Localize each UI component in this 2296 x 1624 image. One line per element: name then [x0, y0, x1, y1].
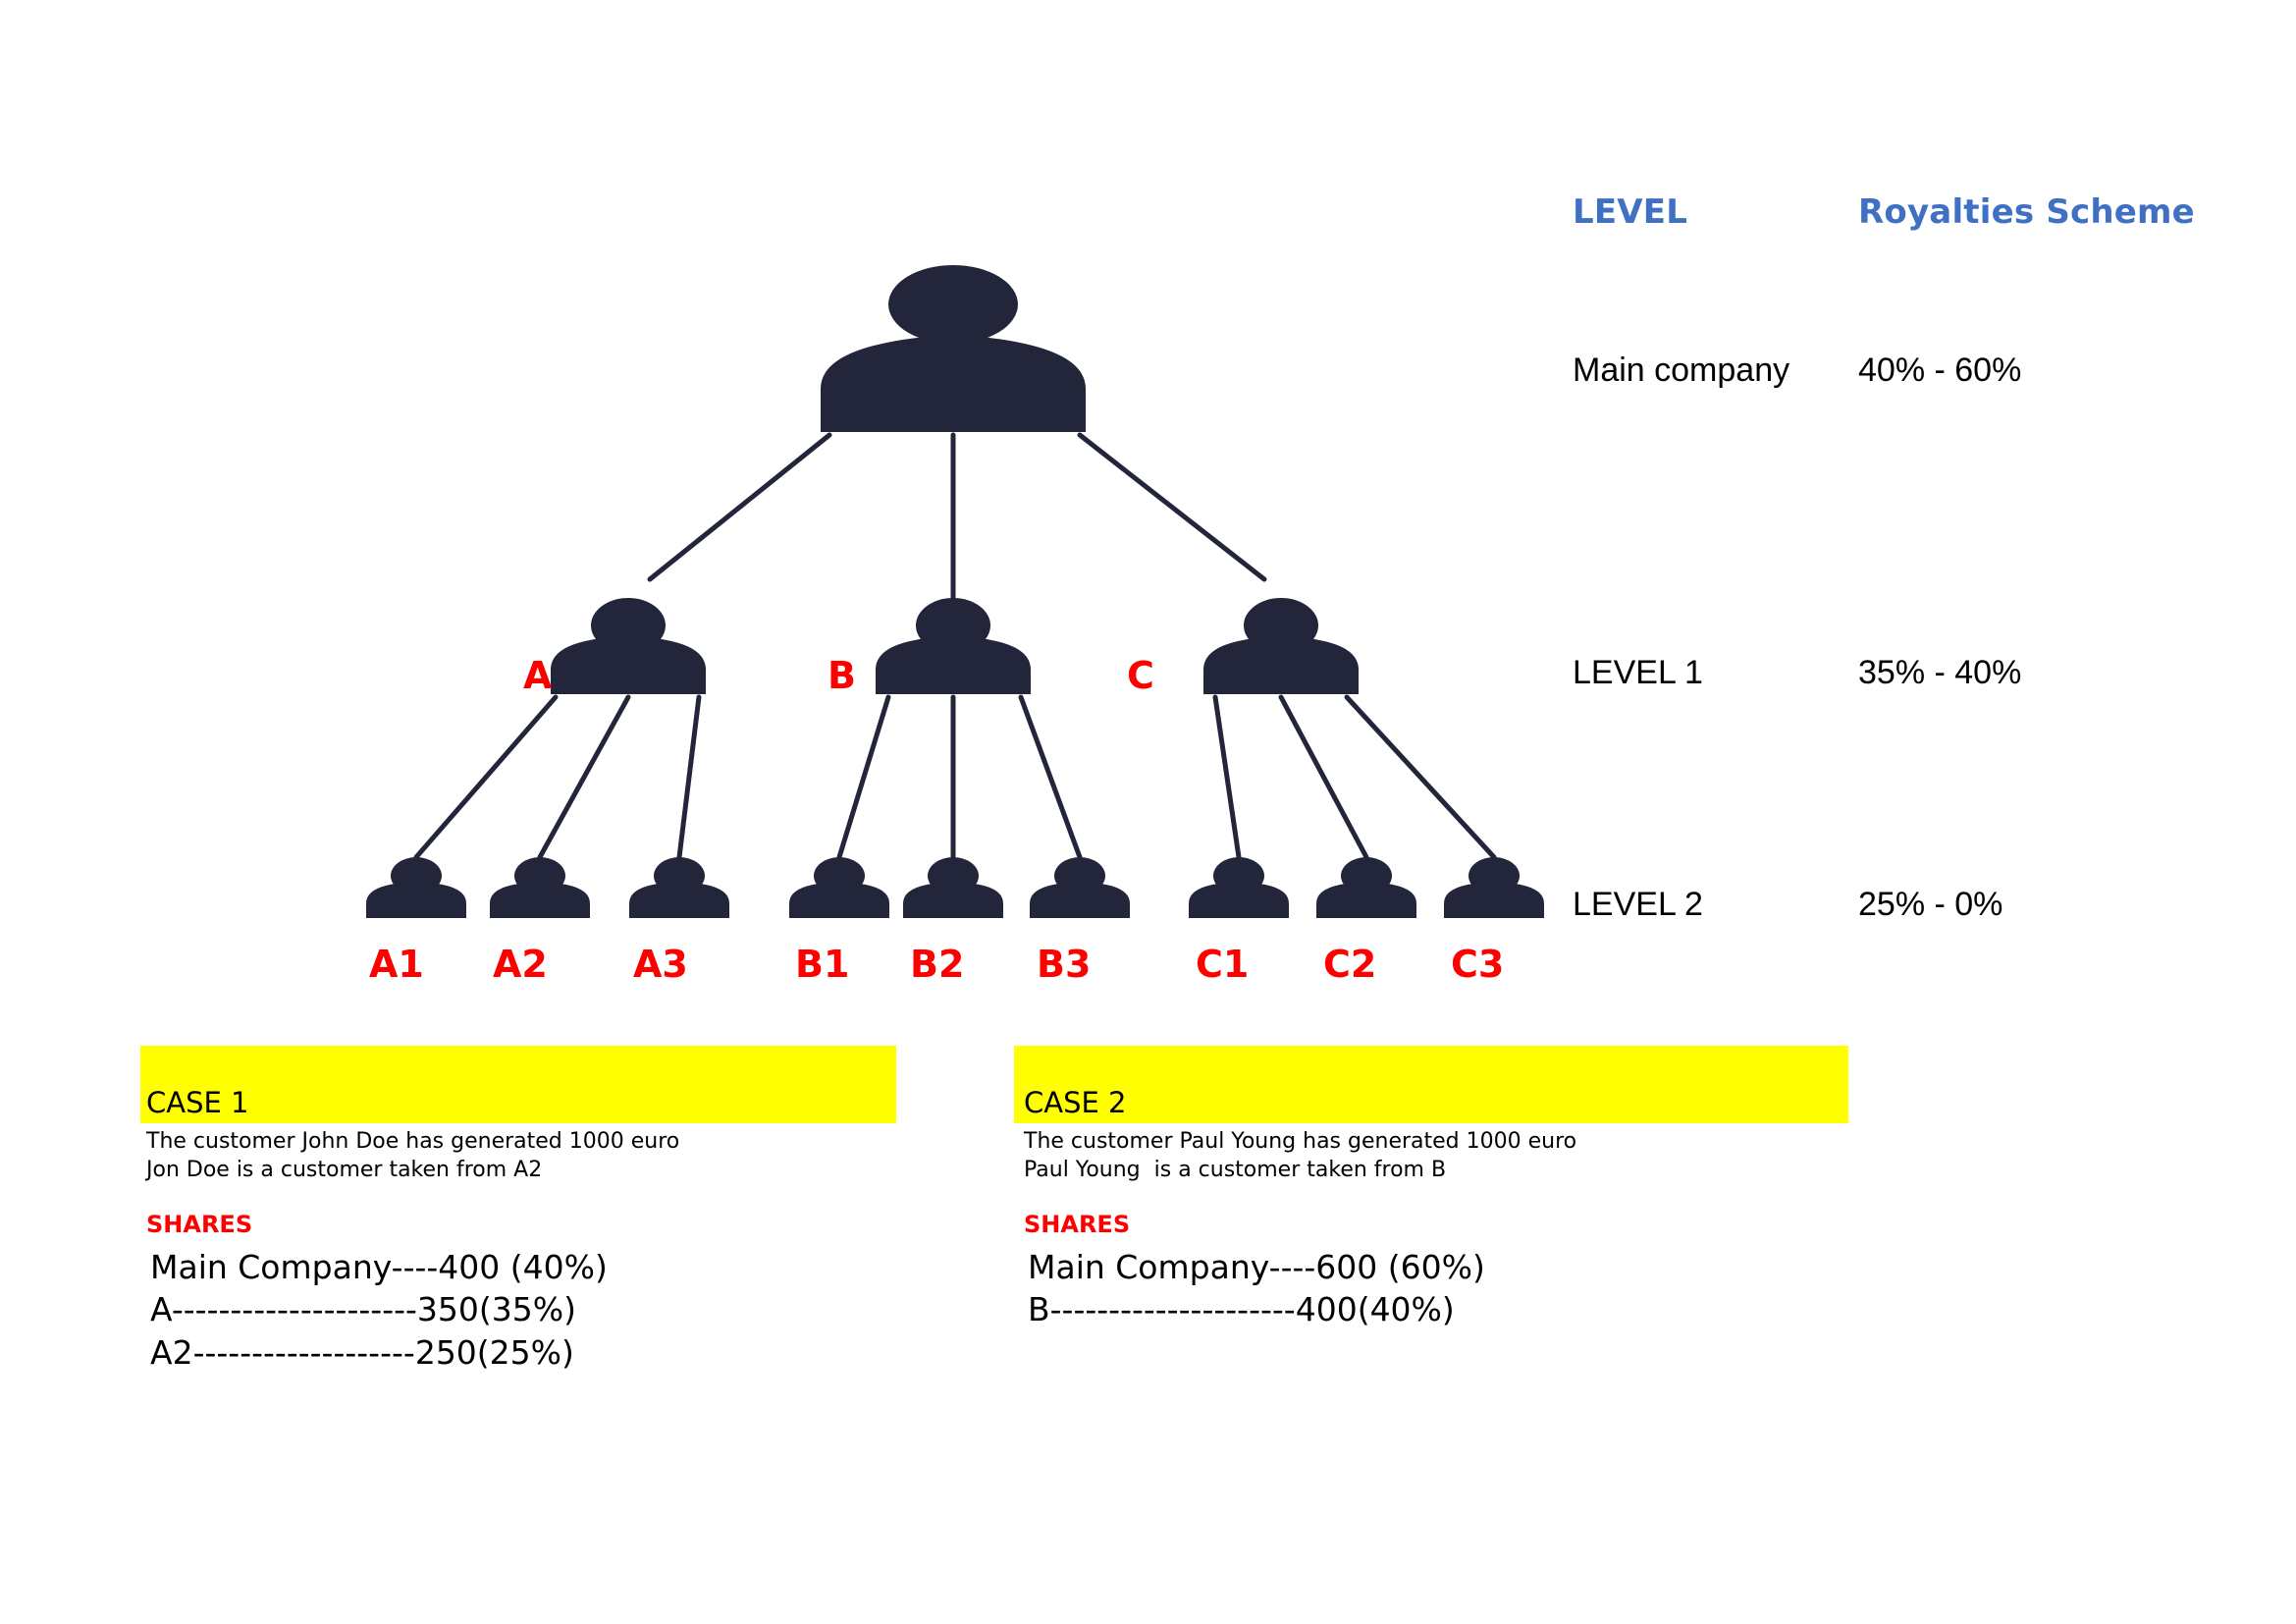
- case-1-shares-heading: SHARES: [146, 1210, 253, 1238]
- case-1-title: CASE 1: [146, 1086, 249, 1119]
- node-label-a: A: [523, 654, 553, 697]
- legend-level-1: LEVEL 1: [1573, 654, 1703, 691]
- person-body-icon: [366, 882, 466, 918]
- person-icon-c[interactable]: [1203, 598, 1359, 694]
- connector-a-to-a3: [676, 694, 702, 860]
- legend-scheme-main-company: 40% - 60%: [1858, 352, 2022, 389]
- person-body-icon: [1444, 882, 1544, 918]
- connector-group-b: [836, 694, 1083, 860]
- person-body-icon: [1189, 882, 1289, 918]
- person-icon-main-company[interactable]: [821, 265, 1086, 432]
- person-body-icon: [821, 336, 1086, 432]
- person-icon-a2[interactable]: [490, 857, 590, 918]
- legend-header-royalties-scheme: Royalties Scheme: [1858, 192, 2195, 232]
- person-icon-b1[interactable]: [789, 857, 889, 918]
- connector-a-to-a1: [413, 694, 559, 860]
- person-body-icon: [789, 882, 889, 918]
- person-body-icon: [629, 882, 729, 918]
- connector-c-to-c3: [1344, 694, 1497, 860]
- person-icon-c2[interactable]: [1316, 857, 1416, 918]
- node-label-c2: C2: [1323, 943, 1377, 986]
- case-1-description: The customer John Doe has generated 1000…: [146, 1129, 680, 1183]
- case-1-panel: CASE 1 The customer John Doe has generat…: [140, 1046, 896, 1375]
- person-icon-b[interactable]: [876, 598, 1031, 694]
- case-2-panel: CASE 2 The customer Paul Young has gener…: [1014, 1046, 1848, 1331]
- legend-header-level: LEVEL: [1573, 192, 1688, 232]
- person-body-icon: [1203, 636, 1359, 694]
- person-icon-a3[interactable]: [629, 857, 729, 918]
- connector-group-a: [413, 694, 702, 860]
- person-icon-c3[interactable]: [1444, 857, 1544, 918]
- person-body-icon: [1030, 882, 1130, 918]
- node-label-b1: B1: [795, 943, 850, 986]
- node-label-b3: B3: [1037, 943, 1092, 986]
- person-head-icon: [888, 265, 1018, 344]
- person-body-icon: [876, 636, 1031, 694]
- connector-root-to-a: [647, 432, 832, 582]
- connector-a-to-a2: [537, 694, 631, 860]
- connector-group-root: [647, 432, 1267, 609]
- node-label-b: B: [828, 654, 856, 697]
- node-label-a2: A2: [493, 943, 548, 986]
- person-body-icon: [903, 882, 1003, 918]
- case-2-highlight-band: CASE 2: [1014, 1046, 1848, 1123]
- person-icon-a1[interactable]: [366, 857, 466, 918]
- person-body-icon: [1316, 882, 1416, 918]
- case-1-highlight-band: CASE 1: [140, 1046, 896, 1123]
- legend-scheme-level-2: 25% - 0%: [1858, 886, 2003, 923]
- legend-level-2: LEVEL 2: [1573, 886, 1703, 923]
- connector-group-c: [1212, 694, 1497, 860]
- person-icon-b3[interactable]: [1030, 857, 1130, 918]
- legend-scheme-level-1: 35% - 40%: [1858, 654, 2022, 691]
- node-label-a1: A1: [369, 943, 424, 986]
- node-label-b2: B2: [910, 943, 965, 986]
- node-label-c1: C1: [1196, 943, 1250, 986]
- case-1-shares-list: Main Company----400 (40%) A-------------…: [150, 1247, 608, 1373]
- case-2-shares-list: Main Company----600 (60%) B-------------…: [1028, 1247, 1485, 1329]
- node-label-c: C: [1127, 654, 1154, 697]
- connector-root-to-c: [1077, 432, 1267, 582]
- person-icon-b2[interactable]: [903, 857, 1003, 918]
- person-icon-a[interactable]: [551, 598, 706, 694]
- case-2-description: The customer Paul Young has generated 10…: [1024, 1129, 1577, 1183]
- person-icon-c1[interactable]: [1189, 857, 1289, 918]
- node-label-c3: C3: [1451, 943, 1505, 986]
- connector-c-to-c1: [1212, 694, 1242, 860]
- connector-b-to-b1: [836, 694, 891, 860]
- case-2-title: CASE 2: [1024, 1086, 1127, 1119]
- person-body-icon: [551, 636, 706, 694]
- node-label-a3: A3: [633, 943, 688, 986]
- case-2-shares-heading: SHARES: [1024, 1210, 1131, 1238]
- connector-b-to-b3: [1018, 694, 1083, 860]
- legend-level-main-company: Main company: [1573, 352, 1790, 389]
- connector-c-to-c2: [1278, 694, 1369, 860]
- person-body-icon: [490, 882, 590, 918]
